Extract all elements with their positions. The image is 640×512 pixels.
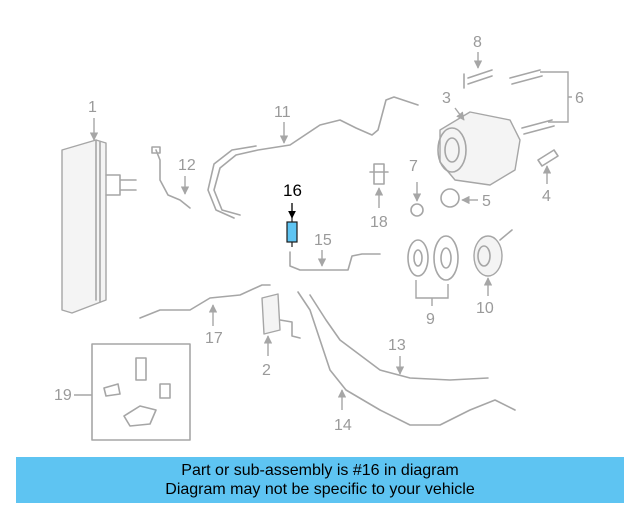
label-10: 10	[476, 300, 494, 317]
part-17-line[interactable]: 17	[139, 284, 271, 347]
part-1-condenser[interactable]: 1	[61, 99, 137, 314]
part-2-drier[interactable]: 2	[261, 293, 301, 379]
label-17: 17	[205, 330, 223, 347]
info-banner: Part or sub-assembly is #16 in diagram D…	[16, 457, 624, 503]
part-11-hose[interactable]: 11	[207, 96, 419, 219]
label-6: 6	[575, 90, 584, 107]
part-3-compressor[interactable]: 3	[437, 90, 521, 186]
label-16: 16	[283, 181, 302, 200]
banner-line-1: Part or sub-assembly is #16 in diagram	[181, 462, 459, 479]
part-12-line[interactable]: 12	[151, 146, 196, 209]
label-2: 2	[262, 362, 271, 379]
label-13: 13	[388, 337, 406, 354]
label-9: 9	[426, 311, 435, 328]
label-1: 1	[88, 99, 97, 116]
label-18: 18	[370, 214, 388, 231]
part-8-bolt[interactable]: 8	[463, 34, 493, 89]
part-18-bracket[interactable]: 18	[369, 163, 389, 231]
part-10-coil[interactable]: 10	[473, 229, 513, 317]
part-19-kit[interactable]: 19	[54, 343, 191, 441]
part-4-valve[interactable]: 4	[537, 149, 559, 205]
part-14-hose[interactable]: 14	[297, 291, 516, 434]
part-6-studs[interactable]: 6	[509, 69, 584, 135]
part-5-oring[interactable]: 5	[440, 188, 491, 210]
label-8: 8	[473, 34, 482, 51]
banner-line-2: Diagram may not be specific to your vehi…	[165, 481, 475, 498]
label-12: 12	[178, 157, 196, 174]
label-15: 15	[314, 232, 332, 249]
part-15-line[interactable]: 15	[289, 232, 381, 271]
part-16-highlighted[interactable]: 16	[283, 181, 302, 247]
label-11: 11	[274, 104, 291, 121]
label-4: 4	[542, 188, 551, 205]
part-13-hose[interactable]: 13	[309, 294, 489, 381]
part-7-switch[interactable]: 7	[409, 158, 424, 217]
part-9-clutch[interactable]: 9	[407, 235, 459, 328]
label-3: 3	[442, 90, 451, 107]
label-14: 14	[334, 417, 352, 434]
label-7: 7	[409, 158, 418, 175]
label-5: 5	[482, 193, 491, 210]
label-19: 19	[54, 387, 72, 404]
